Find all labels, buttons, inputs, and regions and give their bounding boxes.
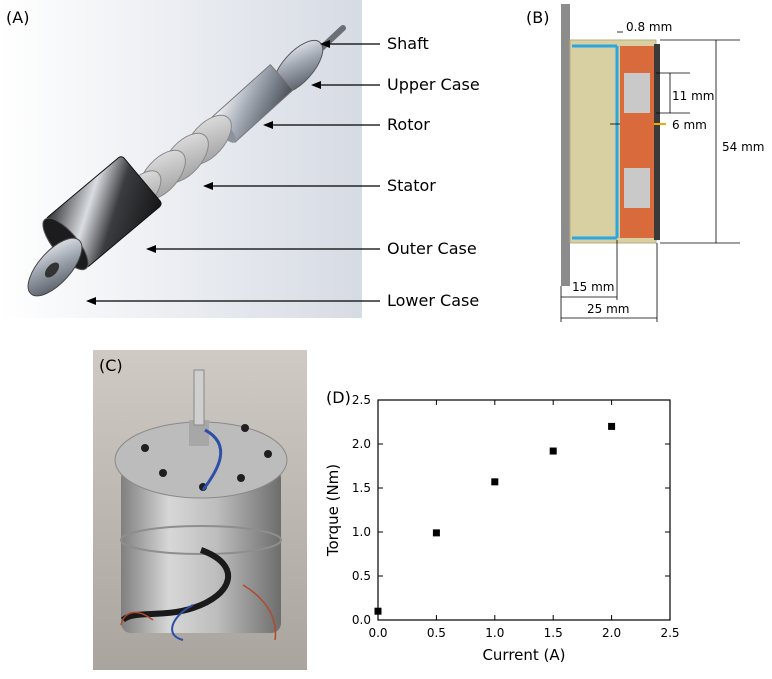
y-tick-label: 1.5 bbox=[352, 481, 371, 495]
x-tick-label: 1.5 bbox=[544, 626, 563, 640]
data-point bbox=[374, 607, 382, 615]
panel-d: (D) 0.0 0.5 1.0 1.5 2.0 2.5 0.0 0.5 1.0 1.5 2.0 2.… bbox=[310, 380, 772, 675]
total-width-dimension: 25 mm bbox=[587, 302, 630, 316]
y-axis-ticks: 0.0 0.5 1.0 1.5 2.0 2.5 bbox=[352, 393, 670, 627]
upper-case-label: Upper Case bbox=[387, 75, 480, 94]
exploded-view-illustration bbox=[0, 0, 380, 318]
rotor-label: Rotor bbox=[387, 115, 430, 134]
data-point bbox=[549, 447, 557, 455]
leader-lines bbox=[88, 43, 380, 302]
black-cable bbox=[120, 547, 232, 623]
y-tick-label: 2.5 bbox=[352, 393, 371, 407]
y-tick-label: 0.0 bbox=[352, 613, 371, 627]
total-height-dimension: 54 mm bbox=[722, 140, 765, 154]
base-plate bbox=[561, 4, 570, 286]
x-tick-label: 0.5 bbox=[427, 626, 446, 640]
shaft-label: Shaft bbox=[387, 34, 429, 53]
y-tick-label: 0.5 bbox=[352, 569, 371, 583]
magnet-height-dimension: 11 mm bbox=[672, 89, 715, 103]
x-tick-label: 2.0 bbox=[602, 626, 621, 640]
x-axis-ticks: 0.0 0.5 1.0 1.5 2.0 2.5 bbox=[368, 400, 680, 640]
y-tick-label: 2.0 bbox=[352, 437, 371, 451]
panel-a-label: (A) bbox=[6, 8, 30, 27]
panel-c-label: (C) bbox=[99, 356, 123, 375]
copper-wire-right bbox=[242, 584, 277, 641]
outer-case-label: Outer Case bbox=[387, 239, 477, 258]
plot-frame bbox=[377, 399, 671, 621]
cross-section-drawing bbox=[560, 4, 740, 322]
x-tick-label: 1.0 bbox=[485, 626, 504, 640]
gap-dimension: 0.8 mm bbox=[626, 20, 673, 34]
x-axis-label: Current (A) bbox=[482, 646, 565, 664]
x-tick-label: 0.0 bbox=[368, 626, 387, 640]
data-point bbox=[491, 478, 499, 486]
panel-d-label: (D) bbox=[326, 388, 351, 407]
torque-current-chart: 0.0 0.5 1.0 1.5 2.0 2.5 0.0 0.5 1.0 1.5 2.0 2.5 Cu… bbox=[324, 393, 680, 664]
top-screws bbox=[141, 424, 272, 491]
case-outline bbox=[572, 44, 619, 240]
x-tick-label: 2.5 bbox=[660, 626, 679, 640]
lower-case-hub bbox=[44, 262, 60, 278]
dimension-lines bbox=[560, 31, 740, 322]
y-axis-label: Torque (Nm) bbox=[324, 464, 342, 557]
shaft-photo bbox=[193, 369, 205, 426]
outer-shell bbox=[654, 44, 660, 240]
top-wire bbox=[201, 428, 223, 491]
data-points bbox=[374, 422, 616, 615]
housing-seam bbox=[120, 525, 282, 555]
shaft-hub bbox=[189, 420, 209, 446]
leader-arrowheads bbox=[86, 40, 330, 305]
panel-a: (A) Shaft Upper Case Rotor Stator Outer … bbox=[0, 0, 500, 330]
panel-c: (C) bbox=[93, 350, 307, 670]
data-point bbox=[432, 529, 440, 537]
panel-b-label: (B) bbox=[526, 8, 550, 27]
magnet-spacers bbox=[624, 73, 650, 208]
blue-wire bbox=[171, 604, 194, 641]
motor-photo bbox=[93, 350, 307, 670]
data-point bbox=[608, 422, 616, 430]
stator-label: Stator bbox=[387, 176, 436, 195]
magnet-thickness-dimension: 6 mm bbox=[672, 118, 707, 132]
y-tick-label: 1.0 bbox=[352, 525, 371, 539]
inner-width-dimension: 15 mm bbox=[572, 280, 615, 294]
panel-b: (B) 0.8 mm 11 mm 6 mm 54 mm 15 mm 25 mm bbox=[520, 0, 772, 330]
lower-case-label: Lower Case bbox=[387, 291, 480, 310]
copper-wire-left bbox=[120, 611, 154, 626]
